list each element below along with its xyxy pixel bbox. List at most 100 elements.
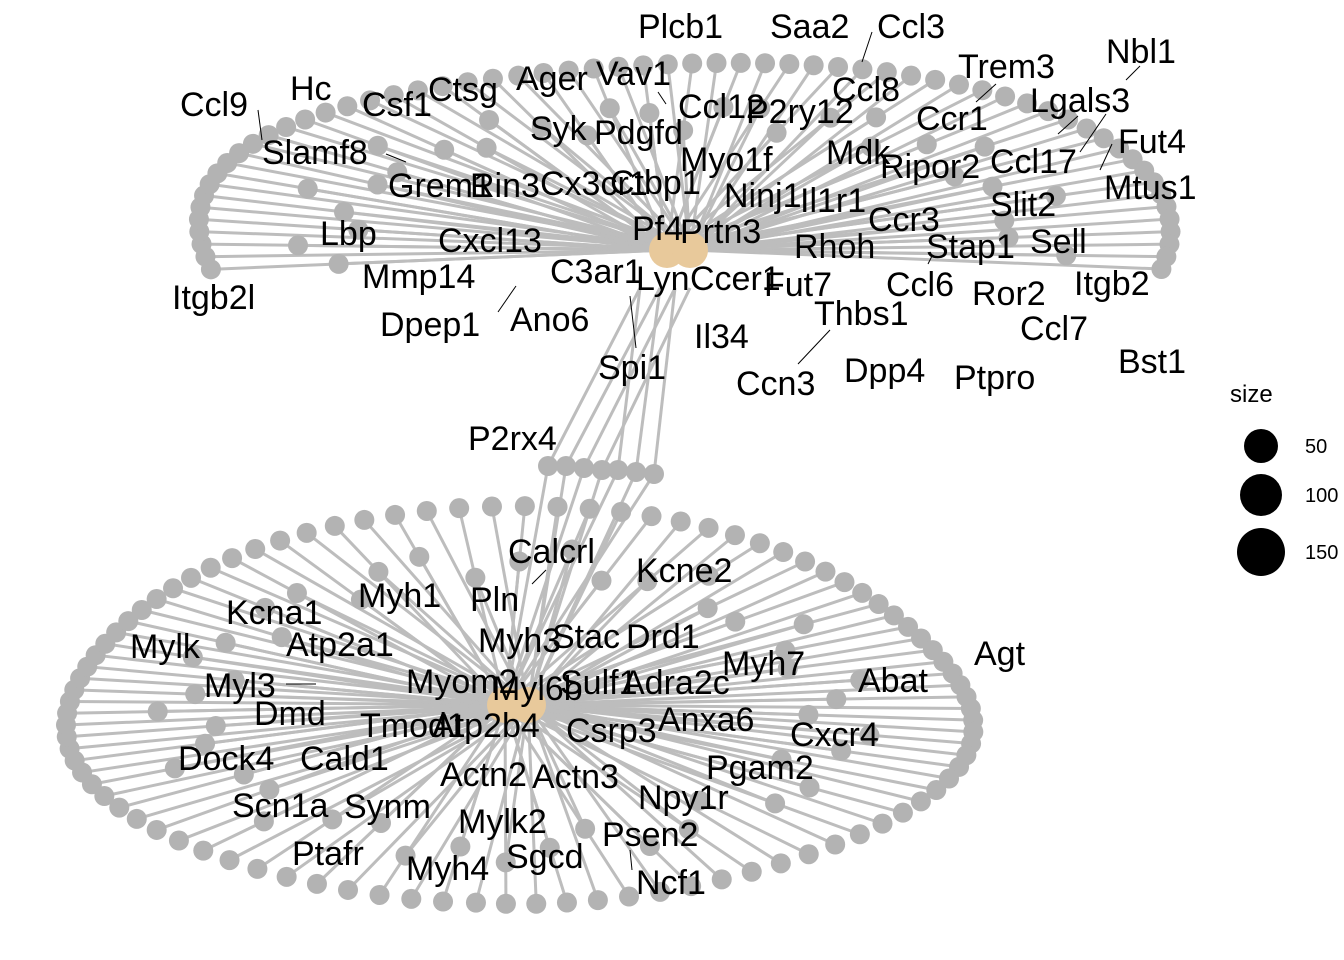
gene-node (195, 733, 216, 754)
gene-label-ripor2: Ripor2 (880, 148, 980, 186)
gene-node (798, 844, 819, 865)
bridge-edge (600, 287, 692, 471)
edge (256, 703, 506, 871)
edge (377, 182, 691, 252)
gene-node (200, 557, 221, 578)
gene-node (916, 134, 937, 155)
edge (410, 704, 530, 900)
gene-node (433, 891, 454, 912)
edge (457, 507, 507, 706)
gene-label-mdk: Mdk (826, 134, 891, 172)
gene-node (146, 819, 167, 840)
gene-label-mylk: Mylk (130, 628, 201, 666)
edge (503, 704, 631, 898)
edge (503, 704, 552, 849)
edge (689, 109, 1049, 252)
edge (688, 68, 864, 252)
gene-node (369, 884, 390, 905)
gene-node (409, 546, 430, 567)
gene-label-ccl12: Ccl12 (678, 88, 765, 126)
gene-node (998, 227, 1019, 248)
gene-label-dpep1: Dpep1 (380, 306, 480, 344)
edge (81, 703, 529, 774)
gene-node (434, 139, 455, 160)
gene-node (276, 117, 297, 138)
gene-label-ptpro: Ptpro (954, 359, 1035, 397)
gene-node (775, 640, 796, 661)
edge (689, 242, 1170, 252)
gene-node (450, 836, 471, 857)
gene-node (798, 704, 819, 725)
gene-node (354, 509, 375, 530)
gene-label-kcne2: Kcne2 (636, 552, 732, 590)
gene-node (508, 65, 529, 86)
edge (156, 703, 506, 832)
hub-node (672, 232, 708, 268)
gene-node (849, 824, 870, 845)
gene-node (765, 793, 786, 814)
edge (358, 228, 668, 252)
gene-node (575, 818, 596, 839)
legend-label-100: 100 (1305, 485, 1338, 507)
gene-label-fut4: Fut4 (1118, 123, 1186, 161)
gene-node (599, 98, 620, 119)
gene-node (678, 819, 699, 840)
gene-node (650, 881, 671, 902)
edge (527, 683, 961, 707)
gene-label-anxa6: Anxa6 (658, 701, 754, 739)
gene-node (193, 840, 214, 861)
gene-label-prtn3: Prtn3 (680, 213, 761, 251)
gene-node (296, 522, 317, 543)
gene-node (526, 893, 547, 914)
edge (689, 127, 1088, 252)
gene-label-il34: Il34 (694, 318, 749, 356)
edge (264, 606, 506, 707)
gene-node (670, 511, 691, 532)
gene-node (1109, 138, 1130, 159)
gene-node (182, 647, 203, 668)
gene-label-synm: Synm (344, 788, 431, 826)
edge (527, 703, 776, 805)
edge (504, 678, 861, 707)
gene-node (367, 135, 388, 156)
gene-node (697, 598, 718, 619)
gene-node (350, 589, 371, 610)
gene-node (482, 68, 503, 89)
gene-node (337, 96, 358, 117)
gene-node (1058, 109, 1079, 130)
label-leader-line (1099, 143, 1113, 171)
gene-node (322, 809, 343, 830)
label-leader-line (1125, 65, 1141, 81)
gene-node (449, 498, 470, 519)
gene-node (577, 125, 598, 146)
gene-node (608, 56, 629, 77)
edge (360, 598, 506, 707)
gene-node (233, 764, 254, 785)
gene-label-pdgfd: Pdgfd (594, 114, 683, 152)
gene-node (698, 517, 719, 538)
edge (504, 602, 880, 707)
gene-label-thbs1: Thbs1 (814, 295, 909, 333)
label-leader-line (975, 83, 997, 103)
gene-node (773, 542, 794, 563)
edge (526, 580, 649, 707)
edge (504, 560, 806, 707)
gene-node (1038, 101, 1059, 122)
edge (666, 236, 1009, 252)
legend-swatch-100 (1240, 474, 1282, 516)
edge (396, 170, 668, 252)
label-leader-line (1079, 113, 1107, 153)
edge (666, 194, 1057, 252)
edge (65, 703, 529, 727)
gene-node (385, 504, 406, 525)
bridge-node (608, 460, 628, 480)
gene-label-dpp4: Dpp4 (844, 352, 925, 390)
edge (527, 703, 967, 757)
gene-node (872, 813, 893, 834)
gene-node (755, 53, 776, 74)
edge (527, 703, 922, 803)
gene-label-saa2: Saa2 (770, 8, 849, 46)
gene-node (258, 125, 279, 146)
